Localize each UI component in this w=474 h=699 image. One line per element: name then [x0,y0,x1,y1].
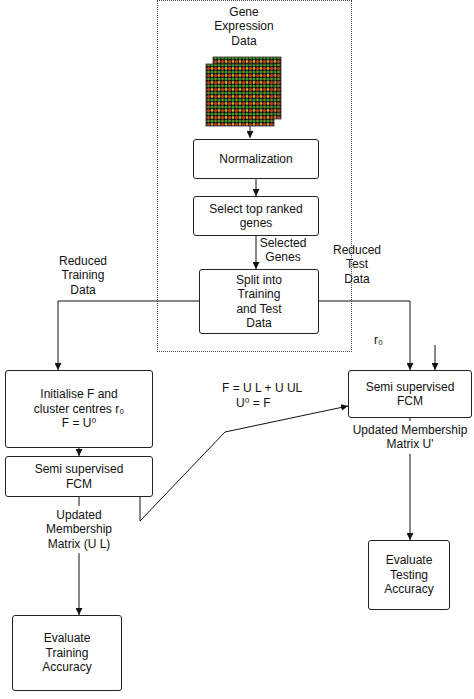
edge-label: Reduced Test Data [332,243,382,286]
box-text: Semi supervised FCM [360,380,460,409]
connector-line [79,448,80,456]
process-box: Select top ranked genes [193,196,319,236]
edge-label: Updated Membership Matrix U' [351,423,469,452]
input-arrow [435,345,436,370]
process-box: Normalization [193,139,319,179]
connector-arrow [256,179,257,196]
connector-line [58,301,199,370]
connector-arrow [256,236,257,269]
annotation-label: F = U L + U UL [222,381,317,395]
image-arrow [250,126,251,138]
process-box: Semi supervised FCM [5,456,153,497]
process-box: Semi supervised FCM [348,370,472,418]
group-box: Gene Expression DataNormalizationSelect … [157,0,352,352]
box-text: Semi supervised FCM [29,462,129,491]
process-box: Evaluate Training Accuracy [12,615,122,691]
connector-line [79,553,80,615]
edge-label: Updated Membership Matrix (U L) [42,508,116,551]
connector-arrow [140,406,348,521]
box-text: Evaluate Training Accuracy [37,631,97,674]
box-text: Initialise F and cluster centres r₀ [27,387,132,416]
group-title: Gene Expression Data [213,5,275,48]
box-text: F = U⁰ [29,416,129,430]
connector-line [410,454,411,540]
connector-line [319,301,410,370]
process-box: Evaluate Testing Accuracy [368,540,450,610]
connector-line [79,497,80,506]
microarray-image [206,64,274,126]
annotation-label: U⁰ = F [236,396,296,410]
connector-arrow [319,301,410,370]
connector-line [256,236,257,269]
connector-arrow [58,301,199,370]
annotation-label: r₀ [374,333,398,347]
edge-label: Reduced Training Data [52,254,114,297]
process-box: Split into Training and Test Data [199,269,319,334]
process-box: Initialise F and cluster centres r₀F = U… [5,370,153,448]
edge-label: Selected Genes [256,236,310,265]
box-text: Normalization [201,152,311,166]
connector-line [140,406,348,521]
connector-line [256,179,257,196]
connector-arrow [79,448,80,456]
box-text: Split into Training and Test Data [229,273,289,331]
box-text: Evaluate Testing Accuracy [379,553,439,596]
box-text: Select top ranked genes [209,202,304,231]
connector-line [410,418,411,421]
